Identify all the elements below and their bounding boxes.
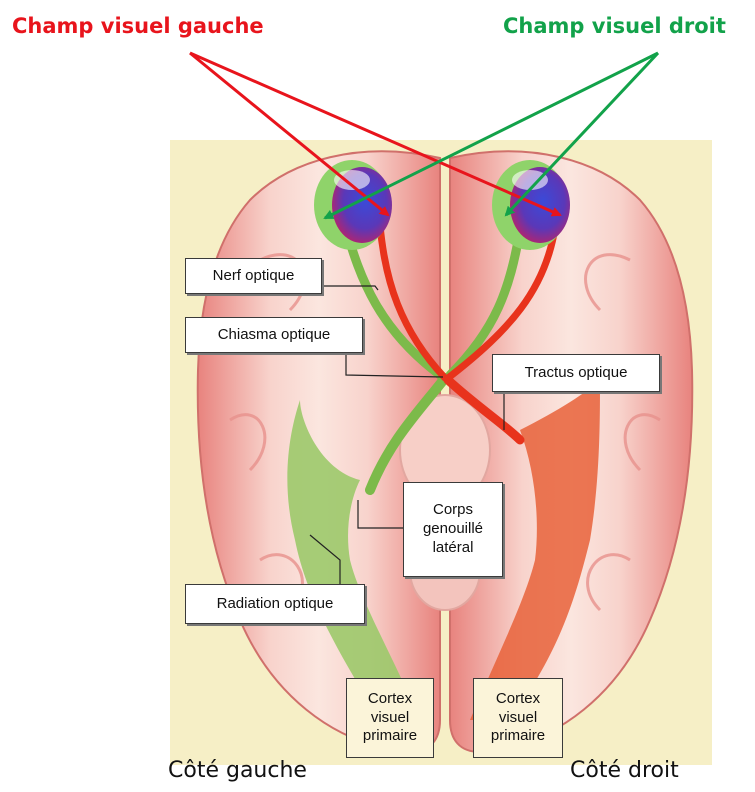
label-optic-radiation: Radiation optique	[185, 584, 365, 624]
label-optic-chiasm: Chiasma optique	[185, 317, 363, 353]
cortex-left-line-2: visuel	[371, 709, 409, 728]
lgn-line-2: genouillé	[423, 520, 483, 539]
left-side-label: Côté gauche	[168, 758, 307, 783]
cortex-right-line-3: primaire	[491, 727, 545, 746]
lgn-line-1: Corps	[433, 501, 473, 520]
right-side-label: Côté droit	[570, 758, 679, 783]
label-optic-nerve: Nerf optique	[185, 258, 322, 294]
label-lateral-geniculate-body: Corps genouillé latéral	[403, 482, 503, 577]
cortex-left-line-1: Cortex	[368, 690, 412, 709]
label-optic-tract: Tractus optique	[492, 354, 660, 392]
label-primary-visual-cortex-right: Cortex visuel primaire	[473, 678, 563, 758]
lgn-line-3: latéral	[433, 539, 474, 558]
cortex-right-line-1: Cortex	[496, 690, 540, 709]
label-primary-visual-cortex-left: Cortex visuel primaire	[346, 678, 434, 758]
cortex-right-line-2: visuel	[499, 709, 537, 728]
cortex-left-line-3: primaire	[363, 727, 417, 746]
